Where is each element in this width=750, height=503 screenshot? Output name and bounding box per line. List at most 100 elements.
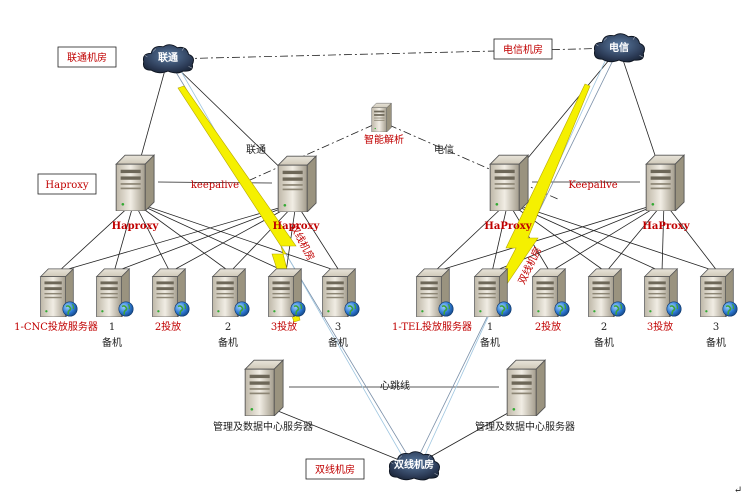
left-server-1-label: 1-CNC投放服务器 (14, 320, 98, 333)
link-right-mesh-0-0 (433, 201, 509, 273)
left-haproxy-a-label: Haproxy (112, 221, 160, 232)
link-right-mesh-1-0 (433, 201, 665, 273)
globe-icon (610, 301, 626, 317)
right-server-3-label: 2投放 (535, 320, 561, 333)
globe-icon (118, 301, 134, 317)
left-server-5-label: 3投放 (271, 320, 297, 333)
link-left-mesh-1-3 (229, 202, 297, 273)
left-server-2-label: 1 (109, 322, 115, 333)
right-server-6-label: 3 (713, 322, 719, 333)
right-keepalive-label: Keepalive (568, 180, 617, 191)
left-server-2-icon (96, 268, 134, 317)
right-haproxy-b-label: HaProxy (642, 221, 690, 232)
left-haproxy-box: Haproxy (37, 173, 97, 195)
mgmt-right-label: 管理及数据中心服务器 (475, 420, 575, 433)
link-right-mesh-1-4 (661, 201, 665, 273)
left-server-6-label: 3 (335, 322, 341, 333)
right-haproxy-b-server-icon (645, 154, 685, 211)
link-dual-unicom-2 (173, 58, 409, 467)
left-server-4-sub: 备机 (218, 336, 238, 349)
right-server-1-icon (416, 268, 454, 317)
right-haproxy-a-label: HaProxy (484, 221, 532, 232)
link-right-mesh-1-5 (663, 201, 719, 273)
right-server-6-icon (700, 268, 738, 317)
globe-icon (174, 301, 190, 317)
link-left-mesh-0-4 (133, 201, 287, 273)
dual-room-box-label: 双线机房 (315, 463, 355, 476)
telecom-link-label: 电信 (434, 143, 454, 156)
globe-icon (666, 301, 682, 317)
link-left-mesh-1-5 (295, 202, 341, 273)
right-server-2-icon (474, 268, 512, 317)
link-right-mesh-0-2 (507, 201, 551, 273)
globe-icon (722, 301, 738, 317)
left-server-6-sub: 备机 (328, 336, 348, 349)
globe-icon (496, 301, 512, 317)
left-server-3-icon (152, 268, 190, 317)
link-left-mesh-0-0 (57, 201, 135, 273)
mgmt-left-server-icon (244, 359, 284, 416)
link-left-mesh-1-4 (285, 202, 297, 273)
telecom-room-label: 电信机房 (503, 43, 543, 56)
mgmt-left-label: 管理及数据中心服务器 (213, 420, 313, 433)
link-left-mesh-0-5 (133, 201, 341, 273)
corner-mark: ↵ (734, 485, 742, 496)
link-left-mesh-0-3 (133, 201, 231, 273)
smart-dns-server-icon (371, 102, 392, 132)
mgmt-right-server-icon (506, 359, 546, 416)
heartbeat-label: 心跳线 (380, 379, 410, 392)
left-server-2-sub: 备机 (102, 336, 122, 349)
left-server-1-icon (40, 268, 78, 317)
globe-icon (438, 301, 454, 317)
unicom-room-box: 联通机房 (57, 46, 117, 68)
right-server-2-label: 1 (487, 322, 493, 333)
left-server-6-icon (322, 268, 360, 317)
left-server-4-label: 2 (225, 322, 231, 333)
globe-icon (62, 301, 78, 317)
link-right-mesh-0-5 (507, 201, 719, 273)
left-haproxy-b-label: Haproxy (273, 221, 321, 232)
left-haproxy-a-server-icon (115, 154, 155, 211)
right-server-5-label: 3投放 (647, 320, 673, 333)
right-server-2-sub: 备机 (480, 336, 500, 349)
unicom-room-label: 联通机房 (67, 51, 107, 64)
left-server-5-icon (268, 268, 306, 317)
link-left-mesh-0-2 (133, 201, 171, 273)
telecom-room-box: 电信机房 (493, 38, 553, 60)
left-haproxy-b-server-icon (277, 155, 317, 212)
right-server-1-label: 1-TEL投放服务器 (392, 320, 472, 333)
globe-icon (234, 301, 250, 317)
right-server-4-label: 2 (601, 322, 607, 333)
right-server-3-icon (532, 268, 570, 317)
link-unicom-haproxy-b (167, 58, 297, 184)
right-server-4-sub: 备机 (594, 336, 614, 349)
dual-room-box: 双线机房 (305, 458, 365, 480)
unicom-link-label: 联通 (246, 144, 266, 156)
nodes (40, 33, 738, 481)
globe-icon (554, 301, 570, 317)
link-right-mesh-0-1 (491, 201, 509, 273)
globe-icon (290, 301, 306, 317)
right-server-6-sub: 备机 (706, 336, 726, 349)
unicom-cloud-label: 联通 (158, 51, 178, 64)
telecom-cloud-label: 电信 (609, 41, 629, 54)
left-haproxy-box-label: Haproxy (45, 180, 89, 191)
smart-dns-label: 智能解析 (364, 133, 404, 146)
link-left-mesh-1-0 (57, 202, 297, 273)
link-left-keepalive (157, 181, 273, 184)
link-dns-unicom (249, 124, 374, 181)
right-server-4-icon (588, 268, 626, 317)
left-keepalive-label: keepalive (191, 180, 239, 191)
left-server-3-label: 2投放 (155, 320, 181, 333)
right-server-5-icon (644, 268, 682, 317)
server-labels: 1-CNC投放服务器 1 备机 2投放 2 备机 3投放 3 备机 1-TEL投放服务器 1 备机 2投… (14, 320, 726, 349)
link-left-mesh-1-2 (169, 202, 297, 273)
right-haproxy-a-server-icon (489, 154, 529, 211)
link-right-mesh-1-2 (549, 201, 665, 273)
globe-icon (344, 301, 360, 317)
link-right-mesh-1-3 (605, 201, 665, 273)
left-server-4-icon (212, 268, 250, 317)
dual-cloud-label: 双线机房 (394, 458, 434, 471)
link-dns-telecom (388, 124, 561, 201)
